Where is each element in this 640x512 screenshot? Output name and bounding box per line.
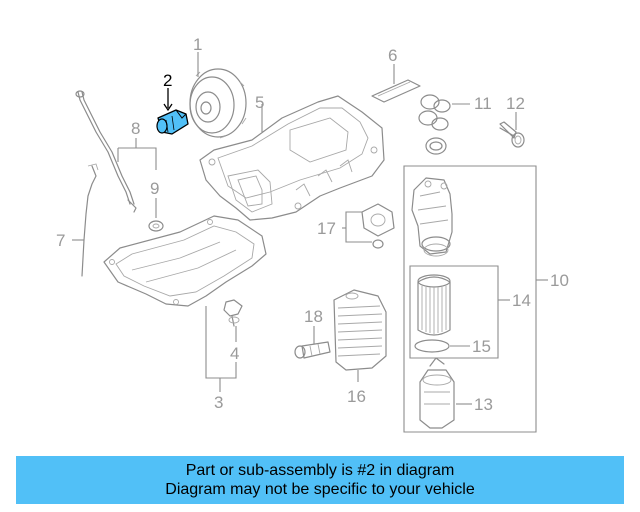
part-16-oil-cooler — [333, 289, 387, 371]
callout-8: 8 — [131, 119, 140, 138]
callout-18: 18 — [304, 307, 323, 326]
part-12-bolt — [499, 121, 525, 148]
callout-12: 12 — [506, 94, 525, 113]
callout-14: 14 — [512, 291, 531, 310]
callout-5: 5 — [255, 93, 264, 112]
callout-9: 9 — [150, 179, 159, 198]
callout-6: 6 — [388, 46, 397, 65]
part-2-highlighted-plug[interactable] — [156, 109, 189, 135]
callout-7: 7 — [56, 231, 65, 250]
callout-1: 1 — [193, 35, 202, 54]
part-17-fitting — [361, 203, 395, 249]
part-5-upper-oil-pan — [199, 95, 385, 221]
callout-10: 10 — [550, 271, 569, 290]
callout-11: 11 — [474, 94, 492, 113]
part-1-oil-pump-wheel — [189, 68, 247, 139]
callout-2: 2 — [163, 71, 172, 90]
part-8-dipstick-tube — [75, 90, 137, 213]
callout-13: 13 — [474, 395, 493, 414]
part-11-o-rings — [418, 94, 451, 155]
part-10-oil-filter-housing-assembly — [403, 165, 537, 433]
part-3-lower-oil-pan — [103, 215, 267, 307]
banner-line-2: Diagram may not be specific to your vehi… — [165, 481, 475, 498]
part-6-baffle-strip — [371, 79, 421, 103]
callout-15: 15 — [472, 337, 491, 356]
part-4-drain-bolt — [223, 299, 243, 327]
exploded-parts-diagram: 1 2 5 6 11 — [56, 35, 569, 433]
banner-line-1: Part or sub-assembly is #2 in diagram — [185, 462, 455, 479]
part-14-filter-kit — [409, 265, 499, 359]
callout-17: 17 — [317, 219, 336, 238]
info-banner: Part or sub-assembly is #2 in diagram Di… — [16, 456, 624, 504]
part-18-bolt — [294, 341, 331, 359]
part-15-o-ring — [414, 339, 450, 353]
part-7-dipstick — [81, 163, 99, 277]
part-9-washer — [148, 220, 164, 232]
callout-16: 16 — [347, 387, 366, 406]
callout-4: 4 — [230, 344, 239, 363]
part-13-filter-cap — [419, 357, 455, 429]
callout-3: 3 — [214, 393, 223, 412]
